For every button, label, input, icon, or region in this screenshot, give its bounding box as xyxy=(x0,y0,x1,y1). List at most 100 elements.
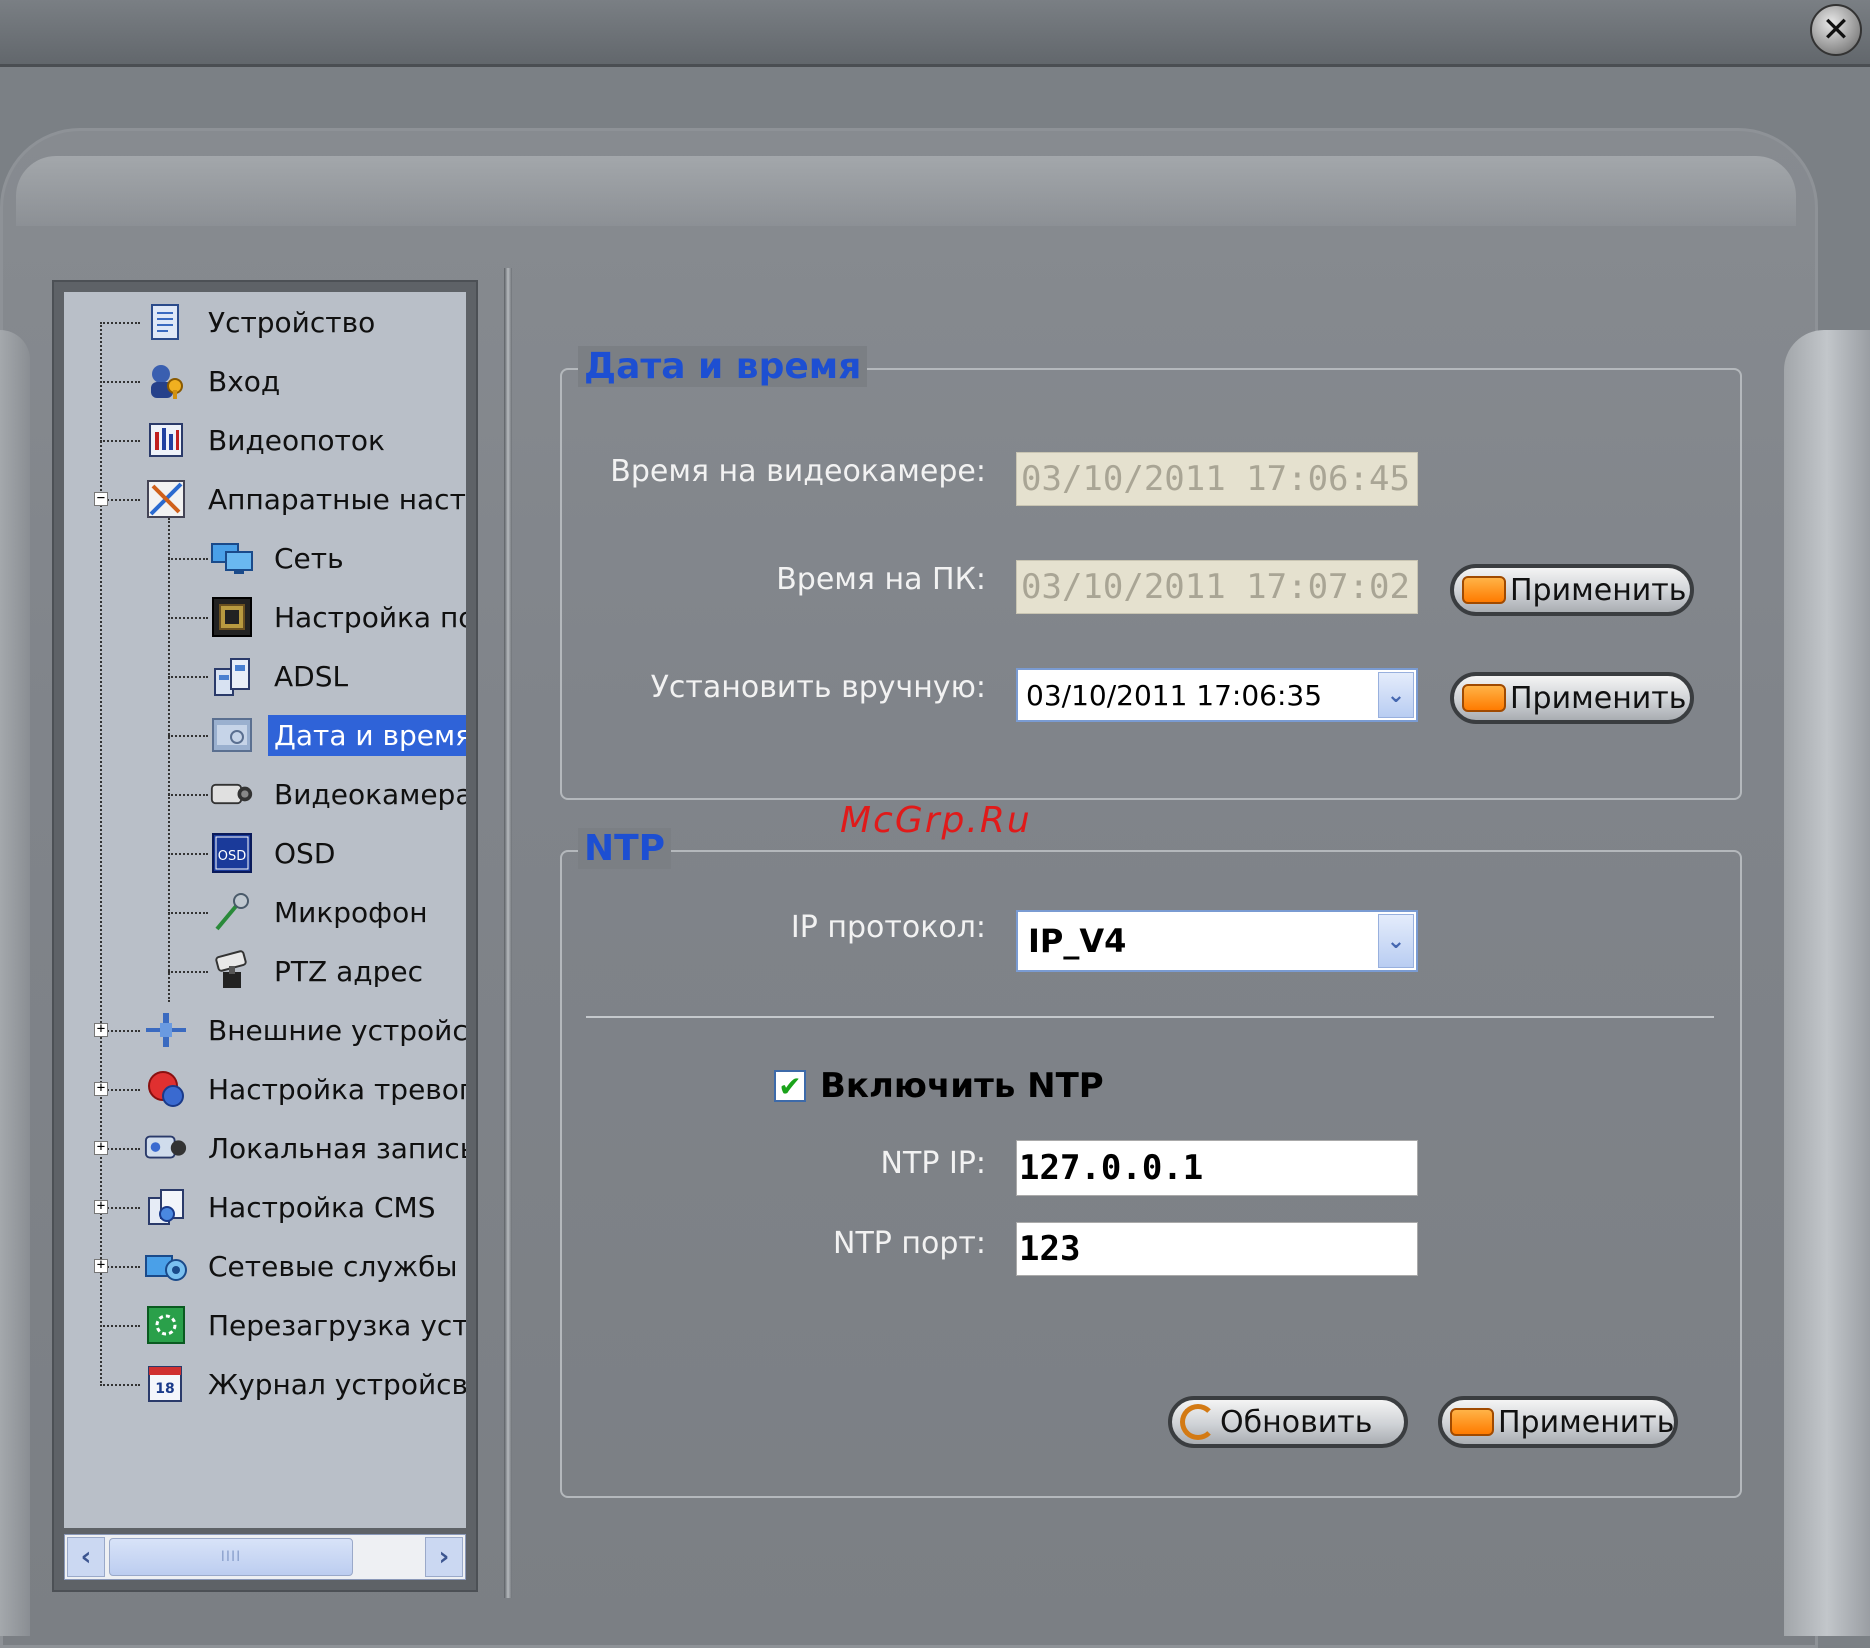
scroll-thumb[interactable]: IIII xyxy=(109,1538,353,1576)
ip-protocol-label: IP протокол: xyxy=(790,910,986,945)
tree-collapse-toggle[interactable]: − xyxy=(94,491,108,506)
enable-ntp-checkbox[interactable]: ✔ xyxy=(774,1070,806,1103)
tree-item-label: Видеокамера xyxy=(274,777,466,811)
apply-label: Применить xyxy=(1510,680,1687,716)
ntp-group xyxy=(560,850,1742,1498)
ip-protocol-select[interactable]: IP_V4 ⌄ xyxy=(1016,910,1418,972)
pc-time-label: Время на ПК: xyxy=(776,562,986,597)
alarm-icon xyxy=(144,1067,188,1111)
apply-manual-time-button[interactable]: Применить xyxy=(1450,672,1694,724)
tree-item-label: Сеть xyxy=(274,541,344,575)
refresh-label: Обновить xyxy=(1220,1404,1373,1440)
tree-item-log[interactable]: 18 Журнал устройсва xyxy=(144,1356,466,1412)
refresh-button[interactable]: Обновить xyxy=(1168,1396,1408,1448)
login-icon xyxy=(144,359,188,403)
datetime-group-title: Дата и время xyxy=(578,346,868,387)
reboot-icon xyxy=(144,1303,188,1347)
refresh-icon xyxy=(1180,1404,1216,1440)
camera-icon xyxy=(210,772,254,816)
microphone-icon xyxy=(210,890,254,934)
manual-time-label: Установить вручную: xyxy=(650,670,986,705)
tree-item-device[interactable]: Устройство xyxy=(144,294,381,350)
local-record-icon xyxy=(144,1126,188,1170)
tree-item-ptz[interactable]: PTZ адрес xyxy=(210,943,429,999)
log-icon: 18 xyxy=(144,1362,188,1406)
port-settings-icon xyxy=(210,595,254,639)
frame-right-edge xyxy=(1784,330,1870,1636)
apply-ntp-button[interactable]: Применить xyxy=(1438,1396,1678,1448)
tree-horizontal-scrollbar[interactable]: ‹ IIII › xyxy=(64,1534,466,1580)
svg-text:18: 18 xyxy=(155,1381,174,1397)
ntp-separator xyxy=(586,1016,1714,1018)
tree-item-adsl[interactable]: ADSL xyxy=(210,648,354,704)
tree-item-microphone[interactable]: Микрофон xyxy=(210,884,434,940)
apply-icon xyxy=(1462,684,1506,712)
tree-item-label: Внешние устройств xyxy=(208,1013,466,1047)
tree-item-external-devices[interactable]: Внешние устройств xyxy=(144,1002,466,1058)
tree-item-label: Журнал устройсва xyxy=(208,1367,466,1401)
tree-item-network-services[interactable]: Сетевые службы xyxy=(144,1238,464,1294)
ntp-ip-label: NTP IP: xyxy=(880,1146,986,1181)
tree-item-label: Перезагрузка устр xyxy=(208,1308,466,1342)
network-icon xyxy=(210,536,254,580)
chevron-right-icon: › xyxy=(438,1542,450,1572)
tree-item-videostream[interactable]: Видеопоток xyxy=(144,412,391,468)
tree-expand-toggle[interactable]: + xyxy=(94,1140,108,1155)
tree-item-hardware-settings[interactable]: Аппаратные настр xyxy=(144,471,466,527)
close-button[interactable]: ✕ xyxy=(1810,4,1862,56)
ntp-group-title: NTP xyxy=(578,828,672,869)
panel-splitter[interactable] xyxy=(504,268,512,1598)
ntp-port-label: NTP порт: xyxy=(833,1226,986,1261)
tree-item-datetime[interactable]: Дата и время xyxy=(210,707,466,763)
chevron-down-icon[interactable]: ⌄ xyxy=(1378,672,1414,718)
tree-item-osd[interactable]: OSD OSD xyxy=(210,825,341,881)
scroll-left-button[interactable]: ‹ xyxy=(67,1537,105,1577)
tree-item-port-settings[interactable]: Настройка по xyxy=(210,589,466,645)
watermark: McGrp.Ru xyxy=(840,800,1032,841)
apply-label: Применить xyxy=(1510,572,1687,608)
datetime-group xyxy=(560,368,1742,800)
scroll-right-button[interactable]: › xyxy=(425,1537,463,1577)
adsl-icon xyxy=(210,654,254,698)
tree-item-local-record[interactable]: Локальная запись xyxy=(144,1120,466,1176)
chevron-left-icon: ‹ xyxy=(80,1542,92,1572)
tree-item-reboot[interactable]: Перезагрузка устр xyxy=(144,1297,466,1353)
tree-item-label: Сетевые службы xyxy=(208,1249,458,1283)
settings-tree: − + + + + + Устройство Вход Видеопоток А… xyxy=(64,292,466,1528)
tree-item-login[interactable]: Вход xyxy=(144,353,286,409)
ntp-port-input[interactable]: 123 xyxy=(1016,1222,1418,1276)
tree-item-label: Настройка тревоги xyxy=(208,1072,466,1106)
tree-item-label: Настройка CMS xyxy=(208,1190,436,1224)
chevron-down-icon[interactable]: ⌄ xyxy=(1378,914,1414,968)
title-bar xyxy=(0,0,1870,67)
manual-datetime-picker[interactable]: 03/10/2011 17:06:35 ⌄ xyxy=(1016,668,1418,722)
ntp-ip-input[interactable]: 127.0.0.1 xyxy=(1016,1140,1418,1196)
tree-expand-toggle[interactable]: + xyxy=(94,1022,108,1037)
tree-expand-toggle[interactable]: + xyxy=(94,1199,108,1214)
pc-time-field: 03/10/2011 17:07:02 xyxy=(1016,560,1418,614)
manual-datetime-value: 03/10/2011 17:06:35 xyxy=(1026,678,1323,712)
osd-icon: OSD xyxy=(210,831,254,875)
tree-item-label: Локальная запись xyxy=(208,1131,466,1165)
tree-item-network[interactable]: Сеть xyxy=(210,530,350,586)
apply-pc-time-button[interactable]: Применить xyxy=(1450,564,1694,616)
tree-item-cms[interactable]: Настройка CMS xyxy=(144,1179,441,1235)
tree-item-label: Настройка по xyxy=(274,600,466,634)
tree-connector xyxy=(100,322,102,1386)
apply-icon xyxy=(1450,1408,1494,1436)
tree-item-alarm[interactable]: Настройка тревоги xyxy=(144,1061,466,1117)
tree-item-label: Вход xyxy=(208,364,281,398)
videostream-icon xyxy=(144,418,188,462)
network-services-icon xyxy=(144,1244,188,1288)
tree-item-camera[interactable]: Видеокамера xyxy=(210,766,466,822)
tree-expand-toggle[interactable]: + xyxy=(94,1258,108,1273)
tree-item-label: ADSL xyxy=(274,659,349,693)
frame-left-edge xyxy=(0,330,30,1636)
close-icon: ✕ xyxy=(1821,10,1851,50)
tree-item-label: OSD xyxy=(274,836,336,870)
ip-protocol-value: IP_V4 xyxy=(1028,922,1127,960)
cms-icon xyxy=(144,1185,188,1229)
enable-ntp-label: Включить NTP xyxy=(820,1066,1104,1106)
svg-text:OSD: OSD xyxy=(218,849,247,864)
tree-expand-toggle[interactable]: + xyxy=(94,1081,108,1096)
